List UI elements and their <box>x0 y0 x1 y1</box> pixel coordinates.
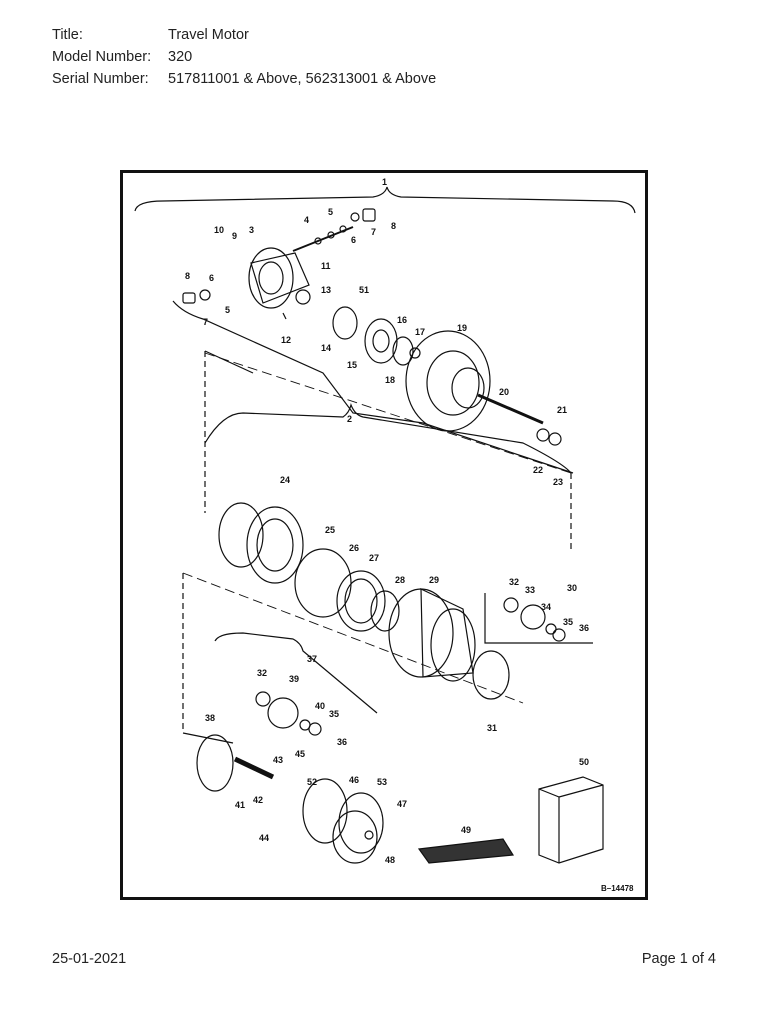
model-label: Model Number: <box>52 49 152 65</box>
part-label: 24 <box>280 475 290 485</box>
part-label: 29 <box>429 575 439 585</box>
part-label: 28 <box>395 575 405 585</box>
part-label: 5 <box>328 207 333 217</box>
part-label: 8 <box>391 221 396 231</box>
part-number-labels: 1 2 3 4 5 6 7 8 9 10 11 12 13 14 15 16 1… <box>185 177 589 865</box>
part-label: 33 <box>525 585 535 595</box>
part-label: 36 <box>579 623 589 633</box>
model-row: Model Number: 320 <box>52 48 192 66</box>
serial-row: Serial Number: 517811001 & Above, 5623130… <box>52 70 436 88</box>
footer-page-number: Page 1 of 4 <box>641 951 716 967</box>
part-label: 15 <box>347 360 357 370</box>
part-label: 39 <box>289 674 299 684</box>
serial-label: Serial Number: <box>52 71 149 87</box>
part-label: 27 <box>369 553 379 563</box>
part-label: 8 <box>185 271 190 281</box>
exploded-parts-diagram: 1 2 3 4 5 6 7 8 9 10 11 12 13 14 15 16 1… <box>120 170 648 900</box>
part-label: 17 <box>415 327 425 337</box>
part-label: 26 <box>349 543 359 553</box>
part-label: 34 <box>541 602 551 612</box>
part-label: 6 <box>209 273 214 283</box>
part-label: 47 <box>397 799 407 809</box>
part-label: 11 <box>321 261 331 271</box>
part-label: 40 <box>315 701 325 711</box>
part-label: 20 <box>499 387 509 397</box>
title-label: Title: <box>52 27 83 43</box>
model-value: 320 <box>168 49 193 65</box>
title-row: Title: Travel Motor <box>52 26 249 44</box>
part-label: 25 <box>325 525 335 535</box>
part-label: 14 <box>321 343 331 353</box>
part-label: 41 <box>235 800 245 810</box>
footer-date: 25-01-2021 <box>52 951 127 967</box>
drawing-reference: B–14478 <box>601 884 634 893</box>
part-label: 35 <box>563 617 573 627</box>
part-label: 5 <box>225 305 230 315</box>
part-label: 19 <box>457 323 467 333</box>
part-label: 10 <box>214 225 224 235</box>
part-label: 31 <box>487 723 497 733</box>
part-label: 51 <box>359 285 369 295</box>
part-label: 30 <box>567 583 577 593</box>
part-label: 35 <box>329 709 339 719</box>
part-label: 32 <box>509 577 519 587</box>
part-label: 48 <box>385 855 395 865</box>
part-label: 42 <box>253 795 263 805</box>
title-value: Travel Motor <box>168 27 249 43</box>
part-label: 3 <box>249 225 254 235</box>
part-label: 18 <box>385 375 395 385</box>
part-label: 13 <box>321 285 331 295</box>
part-label: 22 <box>533 465 543 475</box>
part-label: 2 <box>347 414 352 424</box>
part-label: 45 <box>295 749 305 759</box>
part-label: 9 <box>232 231 237 241</box>
part-label: 4 <box>304 215 309 225</box>
part-label: 32 <box>257 668 267 678</box>
part-label: 52 <box>307 777 317 787</box>
part-label: 53 <box>377 777 387 787</box>
part-label: 6 <box>351 235 356 245</box>
part-label: 1 <box>382 177 387 187</box>
serial-value: 517811001 & Above, 562313001 & Above <box>168 71 437 87</box>
part-label: 16 <box>397 315 407 325</box>
part-label: 21 <box>557 405 567 415</box>
part-label: 50 <box>579 757 589 767</box>
diagram-drawing: 1 2 3 4 5 6 7 8 9 10 11 12 13 14 15 16 1… <box>134 177 636 893</box>
part-label: 12 <box>281 335 291 345</box>
part-label: 36 <box>337 737 347 747</box>
part-label: 49 <box>461 825 471 835</box>
part-label: 37 <box>307 654 317 664</box>
part-label: 7 <box>371 227 376 237</box>
part-label: 44 <box>259 833 269 843</box>
part-label: 46 <box>349 775 359 785</box>
part-label: 23 <box>553 477 563 487</box>
part-label: 43 <box>273 755 283 765</box>
part-label: 38 <box>205 713 215 723</box>
part-label: 7 <box>203 317 208 327</box>
